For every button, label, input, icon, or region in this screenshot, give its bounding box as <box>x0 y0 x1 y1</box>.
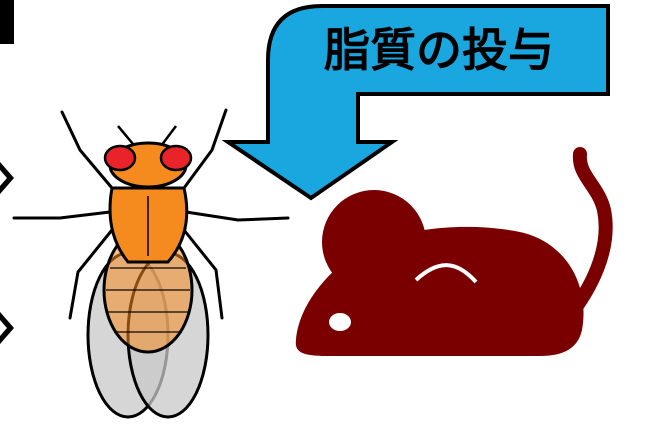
fly-left-eye <box>103 144 137 172</box>
mouse-tail <box>561 147 613 325</box>
callout-text: 脂質の投与 <box>324 23 554 77</box>
mouse-ear <box>322 190 426 294</box>
mouse-ear-divider <box>414 263 478 284</box>
callout-arrow-shape <box>221 4 610 201</box>
corner-block <box>0 0 14 44</box>
mouse-icon <box>295 147 613 356</box>
left-chevron-bottom-icon <box>0 312 14 344</box>
lipid-callout: 脂質の投与 <box>221 4 610 201</box>
fruit-fly-icon <box>12 108 290 419</box>
fly-right-eye <box>159 144 193 172</box>
left-chevron-top-icon <box>0 162 14 194</box>
mouse-eye <box>329 313 351 331</box>
